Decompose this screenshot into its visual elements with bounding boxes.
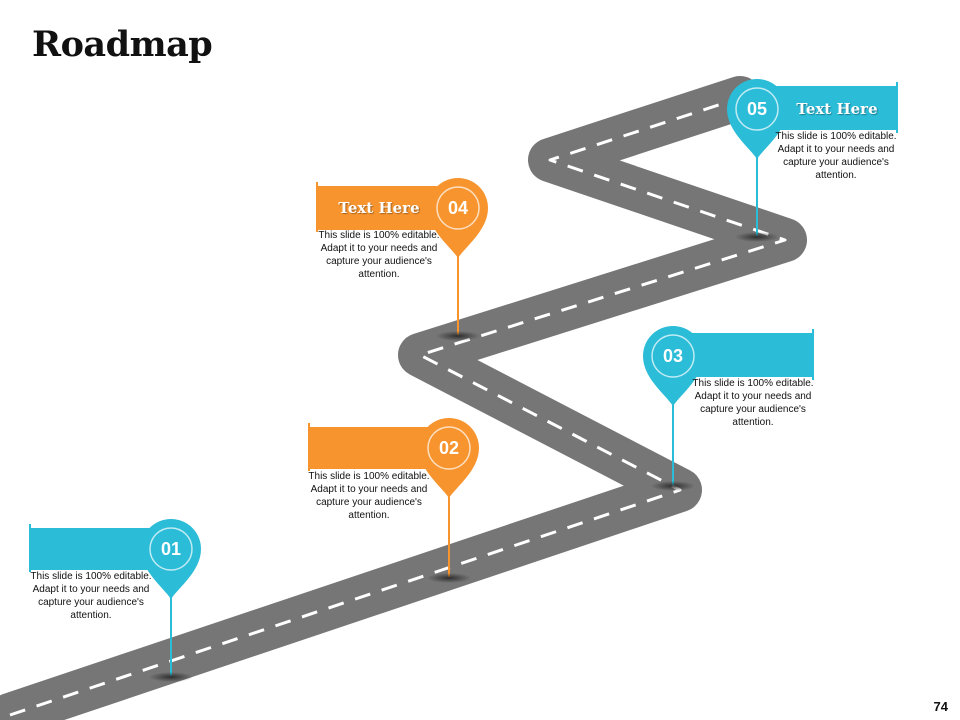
pin-shadow-05 [735, 232, 779, 242]
milestone-number-05: 05 [746, 99, 768, 119]
pin-04 [428, 178, 488, 258]
milestone-heading-05-text: Text Here [796, 100, 878, 118]
milestone-number-01: 01 [160, 539, 182, 559]
slide-title: Roadmap [32, 24, 213, 65]
pin-05 [727, 79, 787, 159]
pin-shadow-03 [651, 481, 695, 491]
road-center-line [9, 96, 787, 717]
page-number: 74 [933, 699, 948, 714]
milestone-heading-04: Text Here [324, 186, 434, 230]
milestone-description-01: This slide is 100% editable. Adapt it to… [30, 571, 152, 621]
pin-01 [141, 519, 201, 599]
pin-03 [643, 326, 703, 406]
pin-shadow-01 [149, 672, 193, 682]
milestone-number-02: 02 [438, 438, 460, 458]
milestone-description-02: This slide is 100% editable. Adapt it to… [308, 471, 430, 521]
milestone-heading-03 [700, 333, 810, 377]
pin-shadow-04 [436, 331, 480, 341]
pin-shadow-02 [427, 573, 471, 583]
milestone-number-03: 03 [662, 346, 684, 366]
milestone-description-04: This slide is 100% editable. Adapt it to… [318, 230, 440, 280]
milestone-heading-04-text: Text Here [338, 199, 420, 217]
milestone-heading-05: Text Here [782, 87, 892, 131]
milestone-heading-02 [309, 426, 419, 470]
milestone-description-03: This slide is 100% editable. Adapt it to… [692, 378, 814, 428]
pin-02 [419, 418, 479, 498]
milestone-number-04: 04 [447, 198, 469, 218]
milestone-heading-01 [30, 527, 140, 571]
milestone-description-05: This slide is 100% editable. Adapt it to… [775, 131, 897, 181]
